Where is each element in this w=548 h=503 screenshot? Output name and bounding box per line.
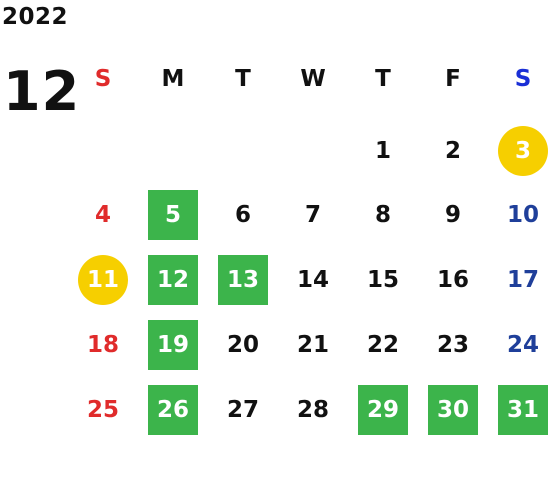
year-label: 2022 (2, 4, 69, 30)
day-cell-10: 10 (506, 202, 539, 228)
day-cell-18: 18 (86, 332, 119, 358)
weekday-sun: S (94, 66, 112, 92)
day-cell-6: 6 (234, 202, 251, 228)
day-cell-24: 24 (506, 332, 539, 358)
weekday-thu: T (375, 66, 391, 92)
day-cell-28: 28 (296, 397, 329, 423)
weekday-mon: M (161, 66, 185, 92)
day-cell-14: 14 (296, 267, 329, 293)
day-cell-1: 1 (374, 138, 391, 164)
day-cell-7: 7 (304, 202, 321, 228)
day-cell-29: 29 (358, 385, 408, 435)
day-cell-4: 4 (94, 202, 111, 228)
day-cell-31: 31 (498, 385, 548, 435)
day-cell-3: 3 (498, 126, 548, 176)
day-cell-26: 26 (148, 385, 198, 435)
day-cell-21: 21 (296, 332, 329, 358)
month-label: 12 (3, 60, 81, 123)
day-cell-19: 19 (148, 320, 198, 370)
day-cell-8: 8 (374, 202, 391, 228)
day-cell-25: 25 (86, 397, 119, 423)
day-cell-22: 22 (366, 332, 399, 358)
day-cell-15: 15 (366, 267, 399, 293)
weekday-fri: F (445, 66, 461, 92)
day-cell-13: 13 (218, 255, 268, 305)
day-cell-12: 12 (148, 255, 198, 305)
day-cell-20: 20 (226, 332, 259, 358)
day-cell-5: 5 (148, 190, 198, 240)
weekday-tue: T (235, 66, 251, 92)
day-cell-2: 2 (444, 138, 461, 164)
day-cell-16: 16 (436, 267, 469, 293)
day-cell-27: 27 (226, 397, 259, 423)
day-cell-17: 17 (506, 267, 539, 293)
day-cell-30: 30 (428, 385, 478, 435)
weekday-sat: S (514, 66, 532, 92)
weekday-wed: W (300, 66, 326, 92)
day-cell-11: 11 (78, 255, 128, 305)
day-cell-23: 23 (436, 332, 469, 358)
day-cell-9: 9 (444, 202, 461, 228)
